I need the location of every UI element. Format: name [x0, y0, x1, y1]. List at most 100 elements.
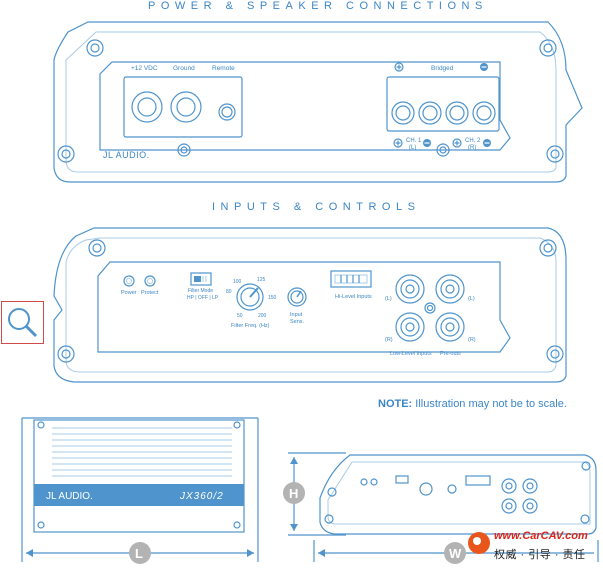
- minus-icon: [480, 63, 488, 71]
- terminal-ground: [170, 91, 202, 123]
- fuse-screw-icon: [177, 143, 191, 157]
- screw-icon: [233, 521, 241, 529]
- watermark-url: www.CarCAV.com: [494, 530, 588, 542]
- dimension-badge-w: [444, 542, 466, 564]
- label-input-sens: Input: [290, 312, 303, 318]
- magnifier-icon: [8, 308, 38, 338]
- label-protect: Protect: [141, 290, 159, 296]
- label-input-sens-2: Sens.: [290, 319, 305, 325]
- speaker-terminal: [391, 101, 415, 125]
- rca-jack: [522, 478, 538, 494]
- watermark-slogan: 权威 · 引导 · 责任: [494, 549, 586, 561]
- rca-jack: [395, 274, 425, 304]
- screw-icon: [88, 239, 106, 257]
- label-ground: Ground: [173, 65, 195, 72]
- rca-jack: [435, 312, 465, 342]
- note-text: Illustration may not be to scale.: [412, 398, 567, 410]
- minus-icon: [423, 139, 431, 147]
- zoom-button[interactable]: [1, 301, 44, 344]
- freq-tick-200: 200: [258, 313, 267, 319]
- freq-tick-100: 100: [233, 279, 242, 285]
- freq-tick-150: 150: [268, 295, 277, 301]
- top-model-name: JX360/2: [179, 491, 224, 502]
- carcav-logo-icon: [468, 532, 490, 554]
- plus-icon: [394, 62, 404, 72]
- label-power: Power: [121, 290, 137, 296]
- protect-led: [144, 275, 156, 287]
- filter-mode-switch: [190, 272, 212, 286]
- screw-icon: [37, 421, 45, 429]
- label-bridged: Bridged: [431, 65, 454, 72]
- plus-icon: [393, 138, 403, 148]
- label-remote: Remote: [212, 65, 235, 72]
- input-sens-knob: [287, 287, 307, 307]
- label-12vdc: +12 VDC: [131, 65, 158, 72]
- label-hi-level-inputs: Hi-Level Inputs: [335, 294, 372, 300]
- power-led: [123, 275, 135, 287]
- label-filter-mode-options: HP | OFF | LP: [187, 295, 219, 301]
- dimension-badge-h: [283, 482, 305, 504]
- label-low-level-inputs: Low-Level Inputs: [390, 351, 432, 357]
- screw-icon: [327, 487, 337, 497]
- speaker-terminal: [472, 101, 496, 125]
- note-label: NOTE:: [378, 398, 413, 410]
- screw-icon: [86, 39, 104, 57]
- screw-icon: [580, 514, 590, 524]
- speaker-terminal: [418, 101, 442, 125]
- screw-icon: [233, 421, 241, 429]
- top-brand-logo: JL AUDIO.: [46, 491, 93, 502]
- scale-note: NOTE: Illustration may not be to scale.: [378, 398, 567, 410]
- screw-icon: [57, 345, 75, 363]
- title-power-connections: POWER & SPEAKER CONNECTIONS: [148, 0, 488, 12]
- dimension-badge-l: [129, 542, 151, 564]
- side-view: H W: [283, 452, 599, 564]
- dimension-label-l: L: [135, 546, 143, 561]
- screw-icon: [37, 521, 45, 529]
- label-ch1-sub: (L): [409, 145, 416, 151]
- speaker-terminal: [445, 101, 469, 125]
- screw-icon: [539, 39, 557, 57]
- freq-tick-80: 80: [226, 289, 232, 295]
- minus-icon: [483, 139, 491, 147]
- screw-icon: [546, 145, 564, 163]
- screw-icon: [546, 345, 564, 363]
- rca-jack: [501, 498, 517, 514]
- hi-level-input-connector: [330, 270, 372, 288]
- plus-icon: [452, 138, 462, 148]
- screw-icon: [581, 461, 591, 471]
- screw-icon: [57, 145, 75, 163]
- top-view: JL AUDIO. JX360/2 L: [21, 417, 259, 564]
- power-panel: +12 VDC Ground Remote JL AUDIO. Bridged …: [53, 21, 583, 183]
- title-inputs-controls: INPUTS & CONTROLS: [212, 201, 420, 213]
- rca-jack: [522, 498, 538, 514]
- rca-jack: [395, 312, 425, 342]
- screw-icon: [436, 143, 450, 157]
- label-ch2-sub: (R): [468, 145, 476, 151]
- brand-logo: JL AUDIO.: [103, 150, 150, 160]
- label-filter-freq: Filter Freq. (Hz): [231, 323, 270, 329]
- freq-tick-50: 50: [237, 313, 243, 319]
- label-preouts: Pre-outs: [440, 351, 461, 357]
- label-ch2: CH. 2: [465, 138, 481, 144]
- screw-icon: [424, 302, 436, 314]
- rca-jack: [501, 478, 517, 494]
- terminal-12vdc: [131, 91, 163, 123]
- label-ch1: CH. 1: [406, 138, 422, 144]
- inputs-panel: Power Protect Filter Mode HP | OFF | LP …: [53, 227, 567, 383]
- screw-icon: [324, 514, 334, 524]
- screw-icon: [539, 239, 557, 257]
- dimension-label-w: W: [449, 546, 462, 561]
- freq-tick-125: 125: [257, 277, 266, 283]
- label-l-right: (L): [468, 296, 475, 302]
- terminal-remote: [218, 103, 236, 121]
- rca-jack: [435, 274, 465, 304]
- label-r-left: (R): [385, 337, 393, 343]
- label-filter-mode: Filter Mode: [188, 288, 213, 294]
- dimension-label-h: H: [289, 486, 298, 501]
- label-l-left: (L): [385, 296, 392, 302]
- label-r-right: (R): [468, 337, 476, 343]
- watermark: www.CarCAV.com 权威 · 引导 · 责任: [466, 528, 603, 568]
- filter-freq-knob: [236, 283, 264, 311]
